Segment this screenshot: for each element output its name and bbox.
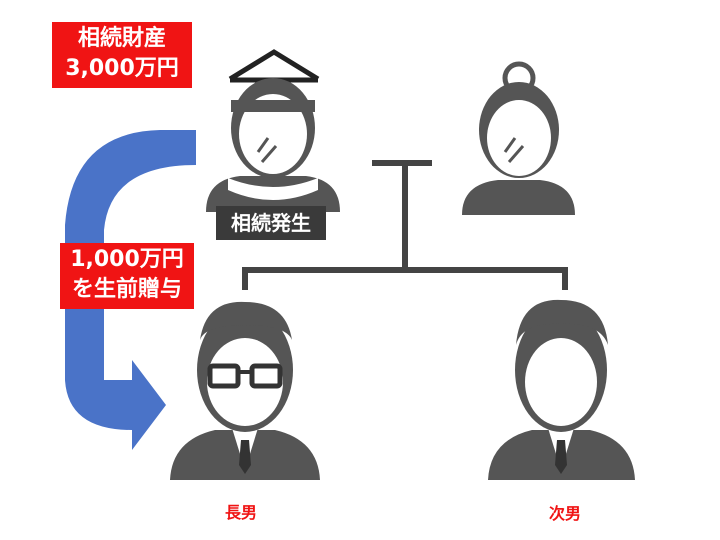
eldest-son-figure	[170, 301, 320, 480]
estate-amount: 3,000万円	[65, 56, 179, 81]
second-son-figure	[488, 299, 635, 480]
gift-label: を生前贈与	[71, 277, 182, 302]
estate-amount-box: 相続財産 3,000万円	[52, 22, 192, 88]
mother-figure	[462, 61, 575, 215]
father-figure	[206, 49, 340, 212]
family-tree-lines	[242, 160, 568, 290]
inheritance-event-label: 相続発生	[216, 206, 326, 240]
gift-amount: 1,000万円	[70, 247, 184, 272]
second-son-label: 次男	[548, 504, 581, 523]
gift-arrow	[65, 130, 196, 450]
eldest-son-label: 長男	[224, 503, 257, 522]
estate-label: 相続財産	[77, 26, 166, 51]
gift-amount-box: 1,000万円 を生前贈与	[60, 243, 194, 309]
